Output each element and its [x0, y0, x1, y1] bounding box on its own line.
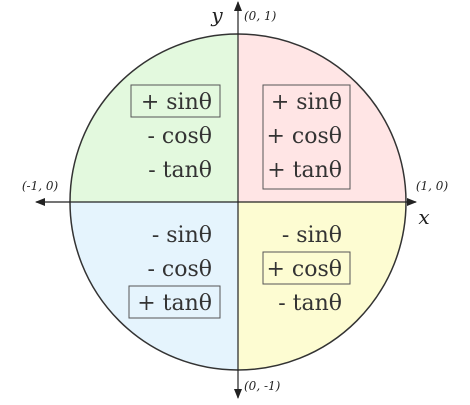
y-axis-label: y	[210, 3, 223, 27]
coord-bottom: (0, -1)	[244, 379, 281, 393]
q1-sin-label: + sinθ	[271, 90, 342, 115]
coord-top: (0, 1)	[244, 9, 277, 23]
coord-right: (1, 0)	[416, 179, 449, 193]
q1-box	[262, 84, 351, 190]
q1-cos-label: + cosθ	[266, 124, 342, 149]
q4-tan-label: - tanθ	[278, 291, 342, 316]
q3-tan-box	[128, 285, 221, 319]
q4-cos-box	[262, 251, 351, 285]
q2-tan-label: - tanθ	[148, 158, 212, 183]
x-axis-label: x	[418, 205, 429, 229]
q2-cos-label: - cosθ	[147, 124, 212, 149]
q4-sin-label: - sinθ	[282, 223, 342, 248]
q3-tan-label: + tanθ	[137, 291, 212, 316]
coord-left: (-1, 0)	[22, 179, 59, 193]
quadrant-2-fill	[70, 34, 238, 202]
q3-cos-label: - cosθ	[147, 257, 212, 282]
quadrant-4-fill	[238, 202, 406, 370]
q2-sin-label: + sinθ	[141, 90, 212, 115]
q3-sin-label: - sinθ	[152, 223, 212, 248]
quadrant-1-fill	[238, 34, 406, 202]
q2-sin-box	[130, 84, 221, 118]
q1-tan-label: + tanθ	[267, 158, 342, 183]
q4-cos-label: + cosθ	[266, 257, 342, 282]
